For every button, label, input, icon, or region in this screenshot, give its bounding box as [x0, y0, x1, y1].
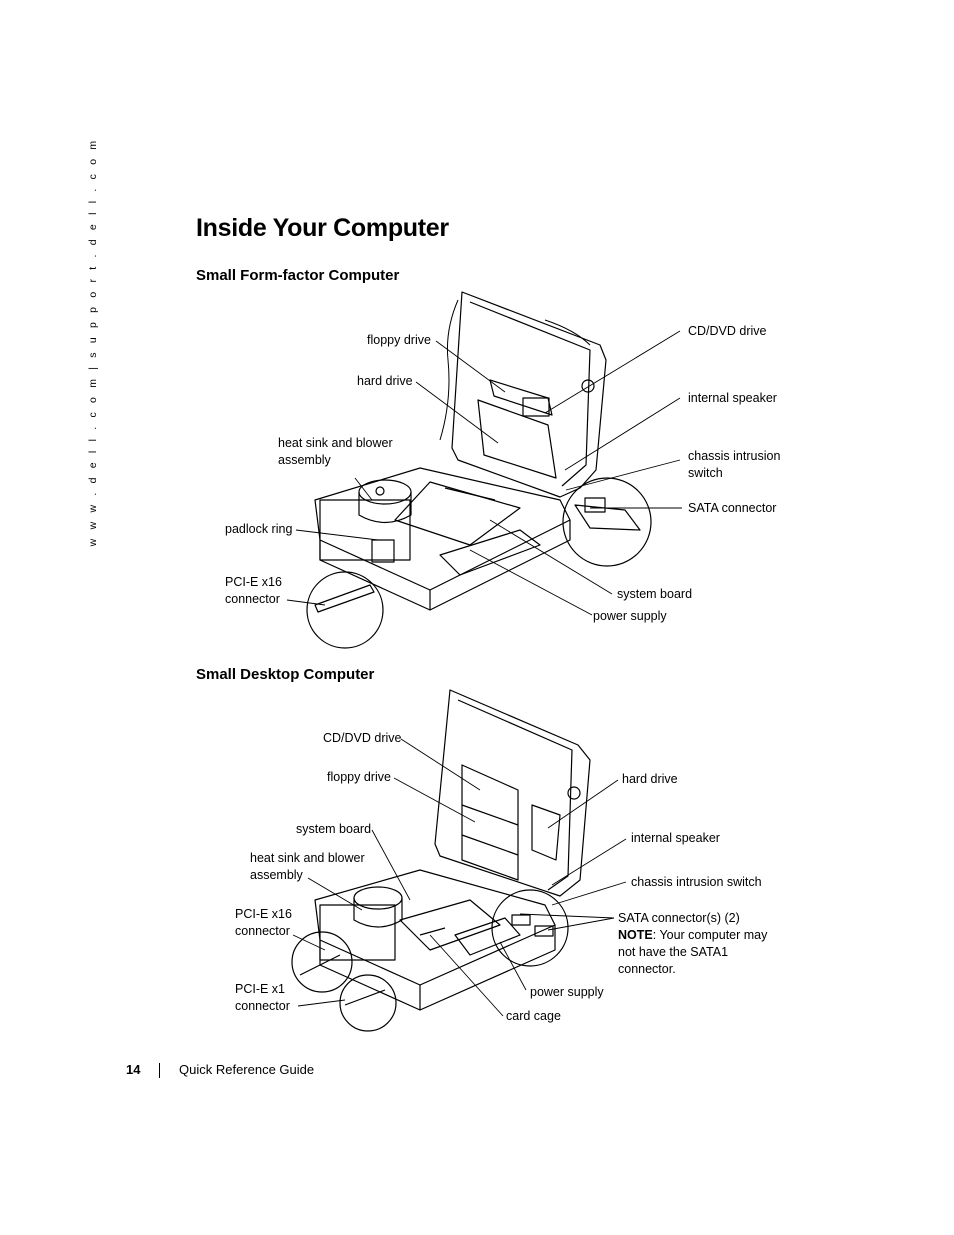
footer-divider	[159, 1063, 160, 1078]
label-cd-dvd-drive-2: CD/DVD drive	[323, 731, 402, 745]
note-label: NOTE	[618, 928, 653, 942]
label-internal-speaker: internal speaker	[688, 391, 777, 405]
label-hard-drive: hard drive	[357, 374, 413, 388]
note-sata1: NOTE: Your computer may not have the SAT…	[618, 927, 778, 978]
page-title: Inside Your Computer	[196, 214, 449, 242]
label-chassis-intrusion-2: chassis intrusion switch	[631, 875, 762, 889]
label-sata-connectors: SATA connector(s) (2)	[618, 911, 740, 925]
desktop-computer-illustration	[291, 689, 627, 1032]
sff-computer-illustration	[286, 291, 682, 649]
label-internal-speaker-2: internal speaker	[631, 831, 720, 845]
label-chassis-intrusion: chassis intrusion switch	[688, 449, 781, 480]
label-pcie-x1: PCI-E x1 connector	[235, 982, 290, 1013]
label-sata-connector: SATA connector	[688, 501, 777, 515]
label-hard-drive-2: hard drive	[622, 772, 678, 786]
label-pcie-x16-2: PCI-E x16 connector	[235, 907, 292, 938]
label-power-supply: power supply	[593, 609, 667, 623]
footer-guide-title: Quick Reference Guide	[179, 1062, 315, 1077]
label-padlock-ring: padlock ring	[225, 522, 293, 536]
label-floppy-drive: floppy drive	[367, 333, 431, 347]
note-text: : Your computer may not have the SATA1 c…	[618, 928, 768, 976]
label-system-board-2: system board	[296, 822, 372, 836]
page-number: 14	[126, 1062, 141, 1077]
label-floppy-drive-2: floppy drive	[327, 770, 391, 784]
label-card-cage: card cage	[506, 1009, 561, 1023]
label-system-board: system board	[617, 587, 693, 601]
label-heat-sink-2: heat sink and blower assembly	[250, 851, 365, 882]
label-power-supply-2: power supply	[530, 985, 604, 999]
label-pcie-x16: PCI-E x16 connector	[225, 575, 282, 606]
label-cd-dvd-drive: CD/DVD drive	[688, 324, 767, 338]
label-heat-sink: heat sink and blower assembly	[278, 436, 393, 467]
section-heading-small-form-factor: Small Form-factor Computer	[196, 267, 400, 284]
section-heading-small-desktop: Small Desktop Computer	[196, 666, 375, 683]
